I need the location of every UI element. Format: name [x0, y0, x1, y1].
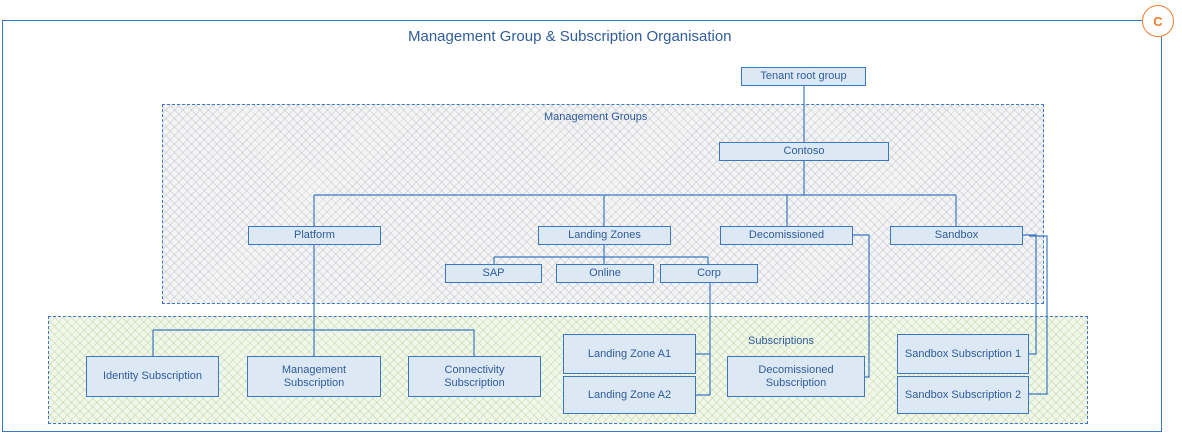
node-sandbox-subscription-2: Sandbox Subscription 2 [897, 376, 1029, 414]
node-landing-zones: Landing Zones [538, 226, 671, 245]
node-contoso: Contoso [719, 142, 889, 161]
section-badge: C [1142, 5, 1174, 37]
node-decommissioned: Decomissioned [720, 226, 853, 245]
subscriptions-label: Subscriptions [748, 335, 815, 347]
connector-sandbox-sub-2 [1029, 235, 1048, 395]
node-sandbox: Sandbox [890, 226, 1023, 245]
node-connectivity-subscription: Connectivity Subscription [408, 356, 541, 397]
connector-sandbox-sub-1 [1022, 234, 1037, 355]
node-tenant-root-group: Tenant root group [741, 67, 866, 86]
node-landing-zone-a1: Landing Zone A1 [563, 334, 696, 374]
connector-contoso-children [314, 161, 805, 196]
node-sap: SAP [445, 264, 542, 283]
node-landing-zone-a2: Landing Zone A2 [563, 376, 696, 414]
node-online: Online [556, 264, 654, 283]
node-management-subscription: Management Subscription [247, 356, 381, 397]
diagram-title: Management Group & Subscription Organisa… [408, 28, 732, 45]
outer-frame [2, 20, 1162, 432]
node-corp: Corp [660, 264, 758, 283]
node-decommissioned-subscription: Decomissioned Subscription [727, 356, 865, 397]
node-platform: Platform [248, 226, 381, 245]
management-groups-label: Management Groups [544, 111, 648, 123]
node-sandbox-subscription-1: Sandbox Subscription 1 [897, 334, 1029, 374]
connector-decommissioned-sub [853, 234, 870, 378]
node-identity-subscription: Identity Subscription [86, 356, 219, 397]
